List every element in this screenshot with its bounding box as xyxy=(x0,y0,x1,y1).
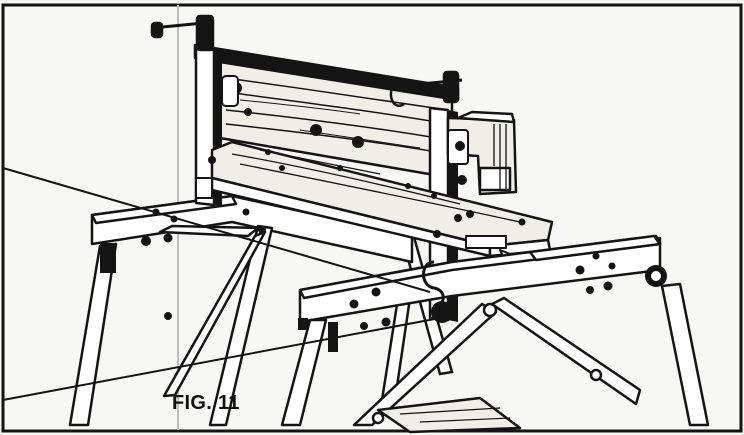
right-brace-right xyxy=(490,296,642,406)
left-brace xyxy=(158,224,260,238)
figure-border xyxy=(1,3,743,433)
crank-handles xyxy=(150,14,463,107)
lower-step xyxy=(376,396,522,434)
leader-lines xyxy=(2,167,441,401)
right-leg-inner xyxy=(280,318,328,427)
figure-caption: FIG. 11 xyxy=(172,392,240,414)
right-trestle xyxy=(280,234,710,434)
right-leg-front xyxy=(660,282,710,427)
vice-assembly xyxy=(150,14,554,322)
right-beam-top xyxy=(528,234,662,262)
